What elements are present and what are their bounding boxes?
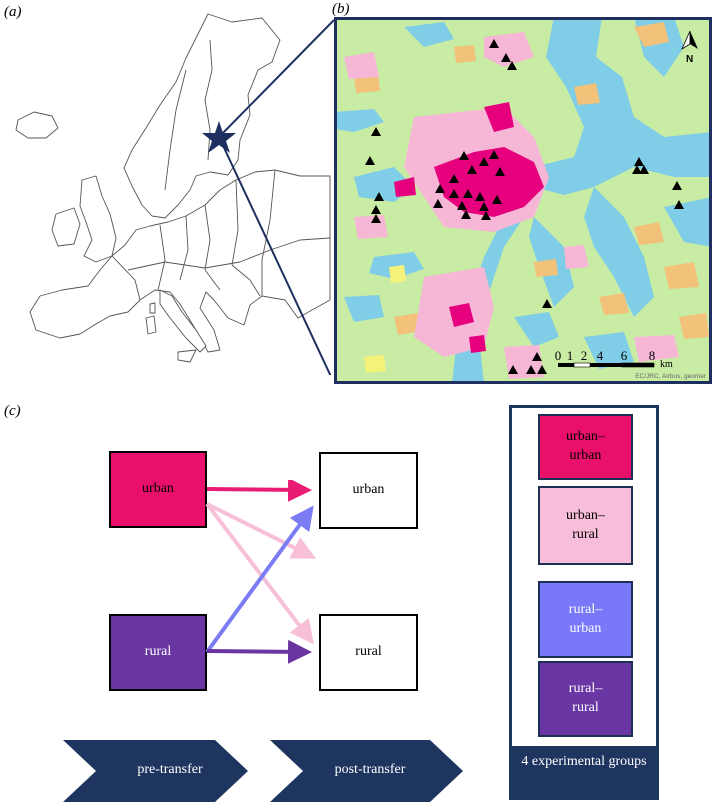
scale-tick: 2: [581, 348, 588, 363]
iceland-outline: [15, 111, 59, 139]
scale-tick: 8: [649, 348, 656, 363]
transfer-arrows: [205, 480, 317, 664]
country-borders: [111, 169, 331, 301]
post-urban-label: urban: [352, 482, 385, 498]
scale-unit: km: [660, 359, 673, 370]
panel-label-a: (a): [4, 4, 22, 20]
post-urban-box: urban: [319, 452, 418, 529]
pre-transfer-label: pre-transfer: [137, 762, 203, 777]
north-arrow-icon: [681, 30, 698, 51]
study-area-map: N 0 1 2 4 6 8 km EC/JRC, Airbus, geomer: [334, 17, 712, 384]
scale-tick: 0: [555, 348, 562, 363]
north-label: N: [686, 54, 693, 65]
panel-label-b: (b): [332, 1, 350, 17]
post-rural-label: rural: [355, 644, 382, 660]
pre-rural-label: rural: [144, 644, 172, 660]
scale-tick: 4: [597, 348, 604, 363]
sweden-norway-border: [164, 69, 187, 191]
arrow-rural-rural: [206, 639, 312, 664]
corsica-outline: [149, 302, 156, 314]
post-transfer-chevron: [270, 740, 463, 802]
finland-border: [204, 39, 213, 161]
group-urban-urban: urban– urban: [538, 414, 633, 480]
arrow-urban-rural: [206, 502, 317, 559]
map-attribution: EC/JRC, Airbus, geomer: [635, 373, 707, 380]
sardinia-outline: [145, 315, 157, 335]
great-britain-outline: [79, 175, 117, 263]
europe-map: [15, 13, 335, 375]
arrow-urban-urban: [206, 480, 312, 502]
ireland-outline: [51, 207, 81, 247]
post-transfer-label: post-transfer: [334, 762, 406, 777]
sicily-outline: [177, 349, 197, 363]
scale-tick: 6: [621, 348, 628, 363]
italy-outline: [159, 289, 207, 353]
other-areas: [364, 265, 406, 373]
experimental-groups-footer: [509, 746, 659, 800]
scale-bar: [558, 362, 655, 368]
scale-tick-labels: 0 1 2 4 6 8: [555, 348, 656, 363]
experimental-groups-label: 4 experimental groups: [521, 754, 647, 769]
timeline-chevrons: [63, 740, 463, 802]
arrow-urban-rural-long: [205, 502, 314, 645]
pre-rural-box: rural: [109, 614, 207, 691]
group-rural-rural: rural– rural: [538, 661, 633, 737]
arrow-rural-urban: [205, 505, 314, 654]
sampling-sites: [365, 39, 684, 374]
group-rural-urban: rural– urban: [538, 581, 633, 658]
panel-label-c: (c): [4, 403, 21, 419]
pre-urban-box: urban: [109, 451, 207, 528]
post-rural-box: rural: [319, 614, 418, 691]
dense-urban-areas: [394, 102, 544, 353]
scale-tick: 1: [567, 348, 574, 363]
pre-urban-label: urban: [142, 481, 174, 497]
pre-transfer-chevron: [63, 740, 248, 802]
group-urban-rural: urban– rural: [538, 486, 633, 565]
scandinavia-outline: [123, 13, 281, 219]
